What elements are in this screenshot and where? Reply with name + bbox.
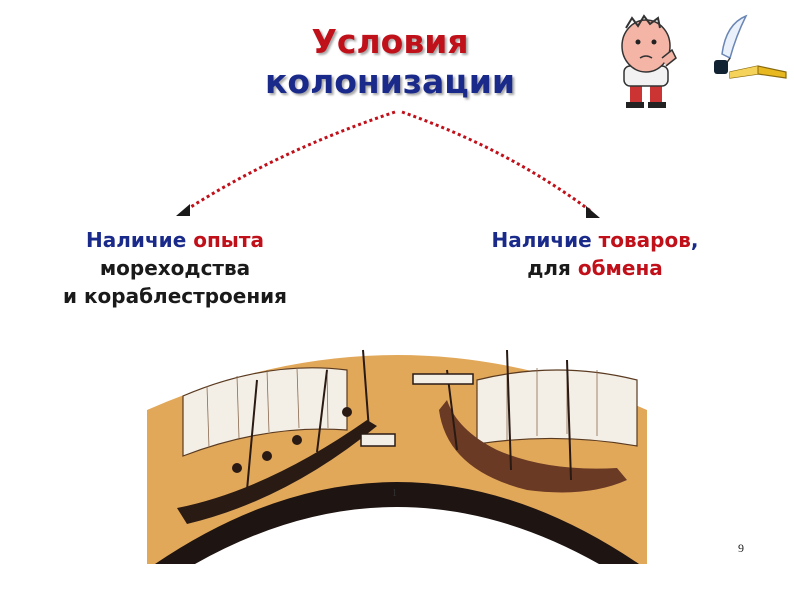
arrow-right	[401, 110, 593, 214]
slide-title: Условия колонизации	[240, 22, 540, 102]
vase-inscription: 1	[392, 488, 397, 499]
left-condition-prefix: Наличие	[86, 228, 194, 252]
title-line-2: колонизации	[265, 62, 515, 101]
left-condition-line-3: и кораблестроения	[62, 284, 288, 308]
condition-goods-for-trade: Наличие товаров, для обмена	[470, 226, 720, 282]
left-condition-accent: опыта	[193, 228, 264, 252]
greek-ships-vase-image	[147, 340, 647, 564]
right-condition-accent: товаров	[598, 228, 691, 252]
right-condition-line-2-prefix: для	[527, 256, 578, 280]
thinking-boy-icon	[621, 14, 677, 108]
arrow-left-head	[176, 204, 190, 216]
right-condition-comma: ,	[690, 228, 699, 252]
right-condition-line-2-accent: обмена	[577, 256, 663, 280]
arrow-left	[185, 110, 396, 212]
quill-and-book-icon	[714, 14, 787, 79]
arrow-right-head	[586, 206, 600, 218]
right-condition-prefix: Наличие	[491, 228, 599, 252]
title-line-1: Условия	[311, 22, 469, 61]
left-condition-line-2: мореходства	[99, 256, 251, 280]
page-number: 9	[738, 541, 744, 555]
condition-seafaring-experience: Наличие опыта мореходства и кораблестрое…	[40, 226, 310, 310]
